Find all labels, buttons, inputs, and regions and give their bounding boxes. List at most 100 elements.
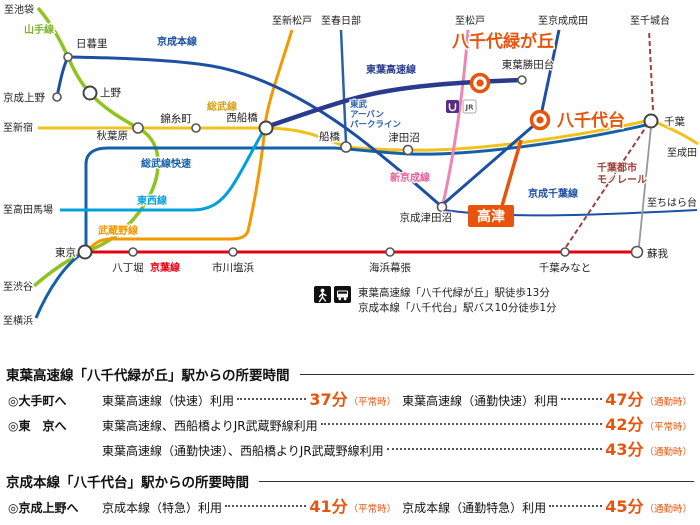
label-yamanote-line: 山手線 <box>24 23 54 36</box>
station-akihabara: 秋葉原 <box>97 129 129 142</box>
keisei-section-header: 京成本線「八千代台」駅からの所要時間 <box>0 471 700 491</box>
station-tokyo: 東京 <box>55 246 76 259</box>
section-title-toyo: 東葉高速線「八千代緑が丘」駅からの所要時間 <box>6 368 290 384</box>
station-toyo-katsutadai: 東葉勝田台 <box>502 58 555 71</box>
jr-logo-text: JR <box>465 104 475 112</box>
dot-leader <box>386 447 603 450</box>
route-map: 至池袋 至新宿 至高田馬場 至渋谷 至横浜 至新松戸 至春日部 至松戸 至京成成… <box>2 2 699 329</box>
edge-matsudo: 至松戸 <box>455 14 485 27</box>
midorigaoka-name: 八千代緑が丘 <box>452 31 554 52</box>
route-label: 東葉高速線、西船橋よりJR武蔵野線利用 <box>102 419 318 433</box>
header-rule <box>259 480 694 482</box>
station-tsudanuma: 津田沼 <box>388 131 420 144</box>
tokaido-yokohama-line <box>34 250 86 319</box>
time-note: （通勤時） <box>644 397 692 408</box>
takatsu-callout-box <box>468 205 514 227</box>
dot-leader <box>549 504 603 507</box>
edge-narita: 至成田 <box>667 147 697 159</box>
time-note: （通勤時） <box>644 447 692 458</box>
edge-ikebukuro: 至池袋 <box>4 3 34 16</box>
keisei-main-line <box>67 29 561 208</box>
edge-chishirodai: 至千城台 <box>630 14 670 27</box>
station-labels: 日暮里 京成上野 上野 秋葉原 錦糸町 西船橋 船橋 津田沼 千葉 京成津田沼 … <box>2 36 687 276</box>
time-value: 42分 <box>605 415 644 434</box>
label-tobu-urban-1: 東武 <box>350 99 368 110</box>
row-otemachi: ◎大手町へ 東葉高速線（快速）利用 37分 （平常時） 東葉高速線（通勤快速）利… <box>0 392 700 409</box>
time-note: （平常時） <box>348 397 397 408</box>
station-kaihin-makuhari: 海浜幕張 <box>369 261 411 274</box>
station-dot-keisei-ueno <box>52 92 62 102</box>
station-dot-chiba-minato <box>560 247 570 257</box>
sobu-rapid-line <box>84 122 651 249</box>
takatsu-name: 高津 <box>477 208 505 225</box>
station-soga: 蘇我 <box>647 247 668 260</box>
label-tozai-line: 東西線 <box>137 194 167 207</box>
time-note: （通勤時） <box>644 504 692 515</box>
edge-labels: 至池袋 至新宿 至高田馬場 至渋谷 至横浜 至新松戸 至春日部 至松戸 至京成成… <box>2 2 699 329</box>
time-value: 37分 <box>309 390 348 409</box>
route-label: 東葉高速線（快速）利用 <box>102 394 235 408</box>
station-funabashi: 船橋 <box>319 130 340 143</box>
destination-label: ◎京成上野へ <box>8 501 79 515</box>
bus-icon-window <box>338 291 347 294</box>
keisei-ueno-branch <box>55 56 70 98</box>
station-keisei-ueno: 京成上野 <box>3 91 45 104</box>
time-item: 東葉高速線（通勤快速）利用 47分 （通勤時） <box>402 392 692 409</box>
station-dot-soga <box>630 245 644 259</box>
edge-chiharadai: 至ちはら台 <box>647 196 697 209</box>
station-dot-keisei-tsudanuma <box>436 201 448 213</box>
label-monorail-1: 千葉都市 <box>597 161 637 174</box>
station-dot-toyo-katsutadai <box>517 75 527 85</box>
station-dot-ueno <box>82 85 98 101</box>
label-tobu-urban-2: アーバン <box>350 109 384 120</box>
time-item: 東葉高速線（快速）利用 37分 （平常時） <box>102 392 396 409</box>
time-note: （平常時） <box>348 504 397 515</box>
label-toyo-rapid-line: 東葉高速線 <box>366 63 416 76</box>
station-dot-akihabara <box>132 122 144 134</box>
time-value: 43分 <box>605 440 644 459</box>
station-kinshicho: 錦糸町 <box>160 112 192 125</box>
access-notes: 東葉高速線「八千代緑が丘」駅徒歩13分 京成本線「八千代台」駅バス10分徒歩1分 <box>314 286 557 314</box>
edge-shinjuku: 至新宿 <box>3 121 33 134</box>
route-label: 東葉高速線（通勤快速）利用 <box>402 394 559 408</box>
dot-leader <box>237 397 307 400</box>
section-title-keisei: 京成本線「八千代台」駅からの所要時間 <box>6 475 249 491</box>
yachiyodai-marker-dot <box>536 116 544 124</box>
shinkeisei-line <box>441 29 470 205</box>
tozai-line <box>60 129 266 212</box>
station-keisei-tsudanuma: 京成津田沼 <box>400 211 453 224</box>
destination-label: ◎東 京へ <box>8 419 67 433</box>
yachiyodai-name: 八千代台 <box>557 110 625 131</box>
station-ichikawa-shiohama: 市川塩浜 <box>212 261 254 274</box>
station-dot-kinshicho <box>191 123 201 133</box>
label-sobu-line: 総武線 <box>207 100 237 113</box>
walk-icon-head <box>320 288 325 293</box>
edge-shibuya: 至渋谷 <box>3 280 33 293</box>
time-item: 東葉高速線、西船橋よりJR武蔵野線利用 42分 （平常時） <box>102 417 692 434</box>
footer-note: 平成27年7月現在 ※乗り換え時間は含まれません。 <box>0 516 700 525</box>
edge-kasukabe: 至春日部 <box>321 14 361 27</box>
label-sobu-rapid-line: 総武線快速 <box>141 157 191 170</box>
station-dots <box>52 52 659 260</box>
route-label: 東葉高速線（通勤快速）、西船橋よりJR武蔵野線利用 <box>102 444 384 458</box>
toyo-rapid-logo-mark <box>448 103 457 112</box>
time-note: （平常時） <box>644 422 692 433</box>
edge-takadanobaba: 至高田馬場 <box>3 203 53 216</box>
bus-icon-wheel-left <box>338 297 342 301</box>
bus-icon-wheel-right <box>343 297 347 301</box>
label-shinkeisei-line: 新京成線 <box>390 171 430 184</box>
station-hatchobori: 八丁堀 <box>112 262 144 274</box>
route-label: 京成本線（特急）利用 <box>102 501 223 515</box>
access-note-walk: 東葉高速線「八千代緑が丘」駅徒歩13分 <box>358 286 550 299</box>
chiba-monorail-line <box>565 29 654 248</box>
tobu-urban-park-line <box>339 29 348 144</box>
label-musashino-line: 武蔵野線 <box>98 224 138 237</box>
label-keisei-main-line: 京成本線 <box>157 35 197 48</box>
station-dot-nishi-funabashi <box>258 120 274 136</box>
travel-times: 東葉高速線「八千代緑が丘」駅からの所要時間 ◎大手町へ 東葉高速線（快速）利用 … <box>0 362 700 525</box>
dot-leader <box>320 422 603 425</box>
station-dot-tsudanuma <box>402 144 414 156</box>
chiba-soga-connector-line <box>638 126 652 247</box>
station-dot-hatchobori <box>128 247 138 257</box>
